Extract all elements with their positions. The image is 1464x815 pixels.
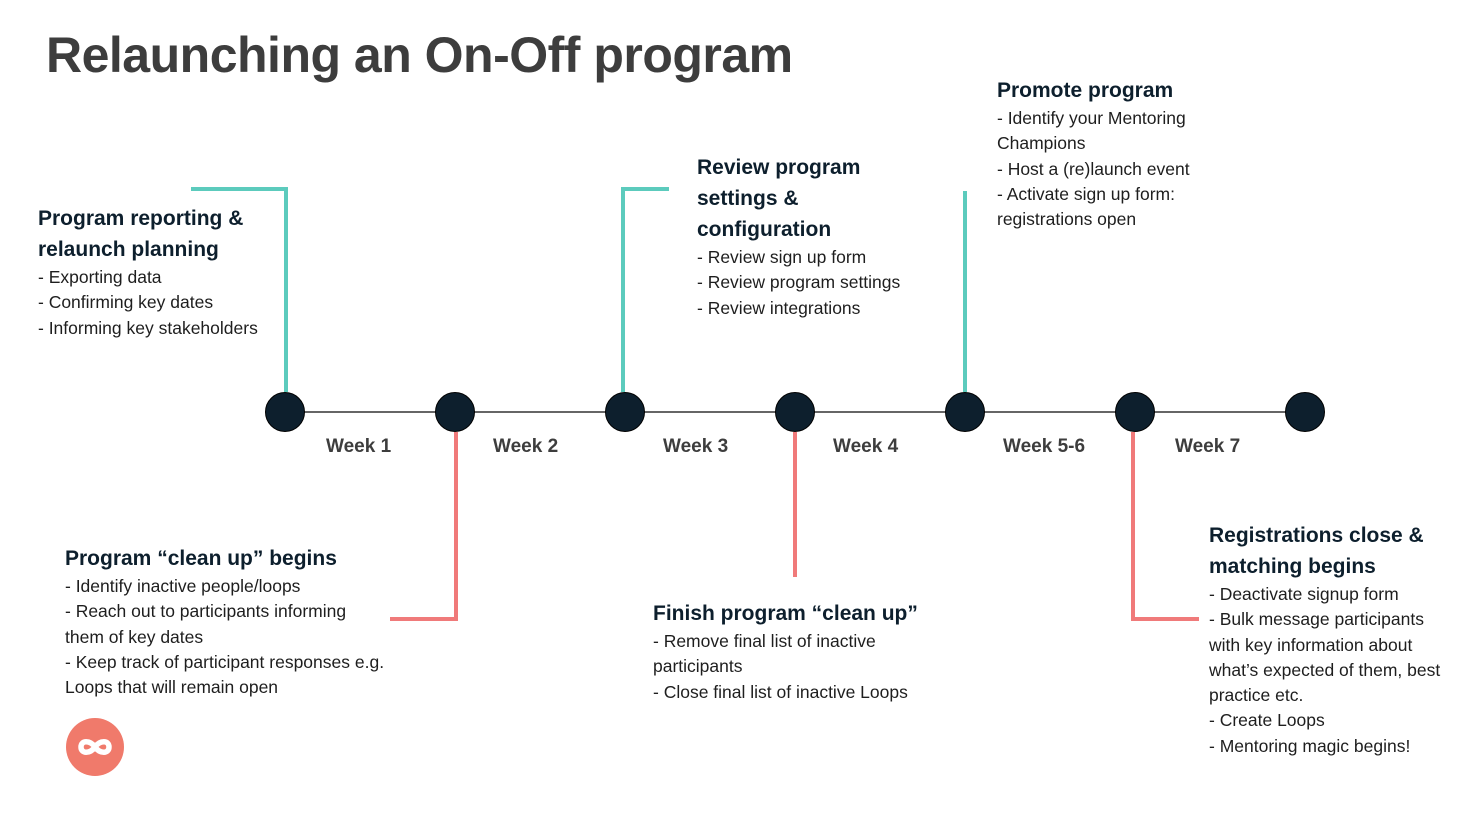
block-heading: Review program settings & configuration	[697, 156, 861, 241]
timeline-node-1	[265, 392, 305, 432]
timeline-node-7	[1285, 392, 1325, 432]
block-reporting: Program reporting & relaunch planning - …	[38, 203, 283, 341]
block-heading: Promote program	[997, 79, 1174, 102]
week-label-3: Week 3	[663, 436, 729, 457]
block-heading: Finish program “clean up”	[653, 602, 918, 625]
list-item: - Review integrations	[697, 297, 861, 318]
block-finish: Finish program “clean up” - Remove final…	[653, 598, 943, 705]
brand-logo-icon	[66, 718, 124, 776]
list-item: - Informing key stakeholders	[38, 317, 258, 338]
week-label-1: Week 1	[326, 436, 392, 457]
list-item: - Identify your Mentoring Champions	[997, 108, 1186, 154]
list-item: - Deactivate signup form	[1209, 584, 1399, 604]
list-item: - Review sign up form	[697, 247, 867, 267]
week-label-5-6: Week 5-6	[1003, 436, 1086, 457]
list-item: - Mentoring magic begins!	[1209, 735, 1411, 756]
list-item: - Keep track of participant responses e.…	[65, 651, 385, 698]
timeline-node-2	[435, 392, 475, 432]
timeline-node-4	[775, 392, 815, 432]
connector-cleanup	[390, 432, 458, 621]
block-promote: Promote program - Identify your Mentorin…	[997, 75, 1219, 232]
block-heading: Program “clean up” begins	[65, 547, 337, 570]
block-heading: Registrations close & matching begins	[1209, 524, 1424, 578]
list-item: - Review program settings	[697, 272, 901, 293]
list-item: - Remove final list of inactive particip…	[653, 631, 876, 677]
week-label-7: Week 7	[1175, 436, 1241, 457]
connector-review	[621, 187, 669, 392]
list-item: - Host a (re)launch event	[997, 158, 1190, 179]
list-item: - Identify inactive people/loops	[65, 576, 301, 596]
block-registrations: Registrations close & matching begins - …	[1209, 520, 1454, 759]
list-item: - Create Loops	[1209, 710, 1325, 731]
slide-title: Relaunching an On-Off program	[46, 27, 793, 83]
connector-reporting	[191, 187, 288, 392]
connector-registrations	[1131, 432, 1199, 621]
block-review: Review program settings & configuration …	[697, 152, 929, 321]
list-item: - Confirming key dates	[38, 292, 214, 313]
block-heading: Program reporting & relaunch planning	[38, 207, 244, 261]
list-item: - Activate sign up form: registrations o…	[997, 183, 1175, 230]
list-item: - Exporting data	[38, 267, 162, 287]
timeline-node-6	[1115, 392, 1155, 432]
week-label-2: Week 2	[493, 436, 559, 457]
list-item: - Bulk message participants with key inf…	[1209, 609, 1441, 706]
list-item: - Close final list of inactive Loops	[653, 681, 908, 702]
timeline-node-5	[945, 392, 985, 432]
timeline-node-3	[605, 392, 645, 432]
block-cleanup: Program “clean up” begins - Identify ina…	[65, 543, 385, 700]
week-label-4: Week 4	[833, 436, 899, 457]
list-item: - Reach out to participants informing th…	[65, 601, 347, 647]
